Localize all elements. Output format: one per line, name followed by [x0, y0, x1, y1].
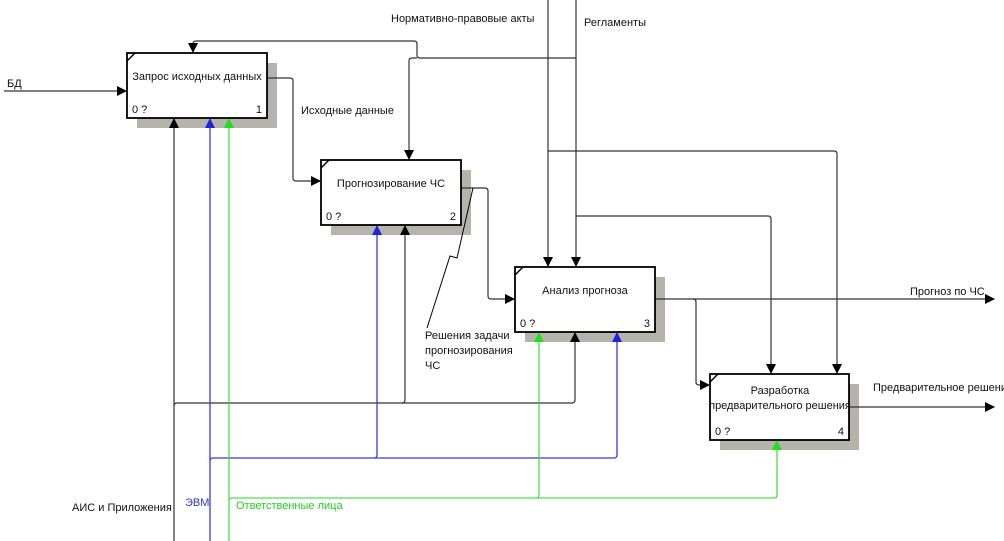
box-2-number: 2 — [450, 211, 456, 223]
arrow-ais-to-box3[interactable] — [173, 332, 580, 407]
arrows-black — [4, 0, 995, 541]
arrow-reglaments-to-box4[interactable] — [576, 215, 776, 374]
box-4-title-line2: предварительного решения — [709, 400, 851, 412]
box-2-title: Прогнозирование ЧС — [337, 178, 445, 190]
arrow-forecast-to-box4[interactable] — [692, 298, 710, 390]
arrows-evm — [205, 118, 622, 541]
box-corner-mark — [709, 373, 719, 383]
arrow-labels: БД Нормативно-правовые акты Регламенты И… — [7, 13, 1004, 514]
box-2[interactable]: Прогнозирование ЧС 0 ? 2 — [320, 159, 462, 226]
label-reglaments: Регламенты — [584, 17, 646, 29]
box-1-title: Запрос исходных данных — [132, 71, 262, 83]
label-bd: БД — [7, 78, 22, 90]
label-source-data: Исходные данные — [301, 105, 394, 117]
arrow-normative-to-box4[interactable] — [548, 150, 842, 374]
label-task-solution-1: Решения задачи — [425, 330, 509, 342]
box-1-number: 1 — [256, 104, 262, 116]
label-task-solution-3: ЧС — [425, 360, 440, 372]
arrow-evm-to-box3[interactable] — [209, 332, 622, 462]
label-ais: АИС и Приложения — [72, 502, 172, 514]
box-corner-mark — [126, 52, 136, 62]
arrow-ais-to-box2[interactable] — [400, 225, 410, 404]
arrow-control-box1[interactable] — [188, 40, 576, 59]
arrow-source-data[interactable] — [267, 77, 321, 186]
arrow-evm-to-box2[interactable] — [372, 225, 382, 459]
box-4[interactable]: Разработка предварительного решения 0 ? … — [709, 373, 851, 441]
squiggle-label-link — [426, 187, 474, 329]
label-responsible: Ответственные лица — [236, 500, 343, 512]
box-3[interactable]: Анализ прогноза 0 ? 3 — [514, 266, 656, 333]
box-corner-mark — [514, 266, 524, 276]
box-corner-mark — [320, 159, 330, 169]
label-task-solution-2: прогнозирования — [425, 345, 513, 357]
box-3-title: Анализ прогноза — [542, 285, 629, 297]
label-preliminary: Предварительное решение — [873, 382, 1004, 394]
arrow-control-box2[interactable] — [404, 57, 417, 160]
label-normative: Нормативно-правовые акты — [391, 13, 535, 25]
box-4-number: 4 — [838, 426, 844, 438]
label-forecast: Прогноз по ЧС — [910, 286, 985, 298]
box-1[interactable]: Запрос исходных данных 0 ? 1 — [126, 52, 268, 119]
box-3-cost: 0 ? — [520, 318, 535, 330]
box-3-number: 3 — [644, 318, 650, 330]
box-4-title-line1: Разработка — [751, 385, 811, 397]
box-2-cost: 0 ? — [326, 211, 341, 223]
label-evm: ЭВМ — [185, 497, 209, 509]
arrow-responsible-to-box3[interactable] — [534, 332, 544, 499]
box-4-cost: 0 ? — [715, 426, 730, 438]
arrows-responsible — [224, 118, 782, 541]
box-1-cost: 0 ? — [132, 104, 147, 116]
arrow-responsible-to-box4[interactable] — [228, 440, 782, 502]
arrow-task-solution[interactable] — [461, 187, 515, 304]
